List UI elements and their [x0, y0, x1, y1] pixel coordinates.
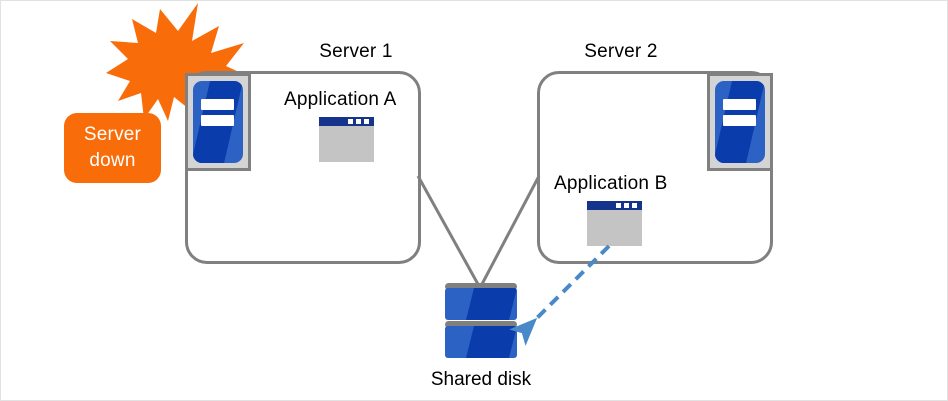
- application-a-window-icon: [319, 117, 374, 162]
- application-b-label: Application B: [554, 173, 668, 194]
- server-1-title: Server 1: [319, 41, 393, 62]
- server-1-machine-icon: [185, 73, 251, 171]
- server-2-title: Server 2: [584, 41, 658, 62]
- connector-server2-to-disk: [479, 175, 541, 287]
- application-b-window-icon: [587, 201, 642, 246]
- shared-disk-icon: [445, 283, 517, 363]
- callout-line-2: down: [89, 150, 136, 171]
- callout-line-1: Server: [83, 124, 142, 145]
- server-down-callout: Server down: [64, 113, 161, 183]
- application-a-label: Application A: [284, 89, 397, 110]
- connector-server1-to-disk: [416, 175, 481, 287]
- failover-dashed-arrow: [509, 244, 611, 346]
- server-2-machine-icon: [707, 73, 773, 171]
- shared-disk-label: Shared disk: [430, 369, 532, 390]
